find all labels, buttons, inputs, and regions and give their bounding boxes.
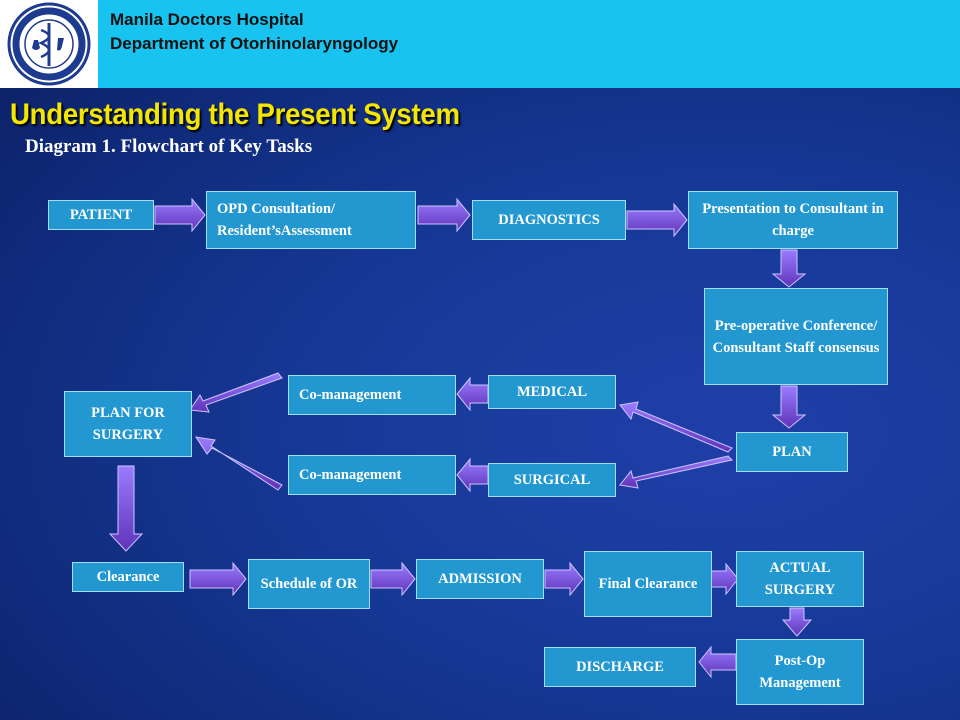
node-admission: ADMISSION [416, 559, 544, 599]
hospital-logo [0, 0, 98, 88]
arrow-presentation-preop [771, 249, 807, 288]
arrow-preop-plan [771, 385, 807, 429]
node-plan-for-surgery: PLAN FOR SURGERY [64, 391, 192, 457]
node-postop-management: Post-Op Management [736, 639, 864, 705]
arrow-medical-comgmt1 [456, 376, 489, 412]
node-comanagement-medical: Co-management [288, 375, 456, 415]
node-patient: PATIENT [48, 200, 154, 230]
diagram-subtitle: Diagram 1. Flowchart of Key Tasks [25, 136, 313, 157]
arrow-diagnostics-presentation [626, 202, 688, 238]
node-comanagement-surgical: Co-management [288, 455, 456, 495]
arrow-comgmt1-planforsurgery [189, 372, 283, 413]
node-diagnostics: DIAGNOSTICS [472, 200, 626, 240]
arrow-schedule-admission [370, 561, 416, 597]
node-discharge: DISCHARGE [544, 647, 696, 687]
node-final-clearance: Final Clearance [584, 551, 712, 617]
arrow-comgmt2-planforsurgery [194, 436, 283, 491]
node-presentation: Presentation to Consultant in charge [688, 191, 898, 249]
node-medical: MEDICAL [488, 375, 616, 409]
department-name: Department of Otorhinolaryngology [110, 34, 399, 53]
node-plan: PLAN [736, 432, 848, 472]
arrow-actualsurgery-postop [781, 607, 813, 637]
hospital-name: Manila Doctors Hospital [110, 10, 304, 29]
arrow-plan-medical [619, 401, 733, 453]
page-title: Understanding the Present System [10, 98, 460, 131]
arrow-patient-opd [154, 197, 206, 233]
arrow-planforsurgery-clearance [108, 465, 144, 552]
node-schedule-of-or: Schedule of OR [248, 559, 370, 609]
node-opd-consultation: OPD Consultation/ Resident’sAssessment [206, 191, 416, 249]
node-actual-surgery: ACTUAL SURGERY [736, 551, 864, 607]
arrow-admission-finalclearance [544, 561, 584, 597]
arrow-surgical-comgmt2 [456, 457, 489, 493]
node-preop-conference: Pre-operative Conference/ Consultant Sta… [704, 288, 888, 385]
arrow-clearance-schedule [189, 561, 247, 597]
node-surgical: SURGICAL [488, 463, 616, 497]
arrow-plan-surgical [619, 455, 734, 489]
arrow-opd-diagnostics [417, 197, 471, 233]
arrow-postop-discharge [698, 645, 737, 679]
node-clearance: Clearance [72, 562, 184, 592]
header-bar [0, 0, 960, 88]
